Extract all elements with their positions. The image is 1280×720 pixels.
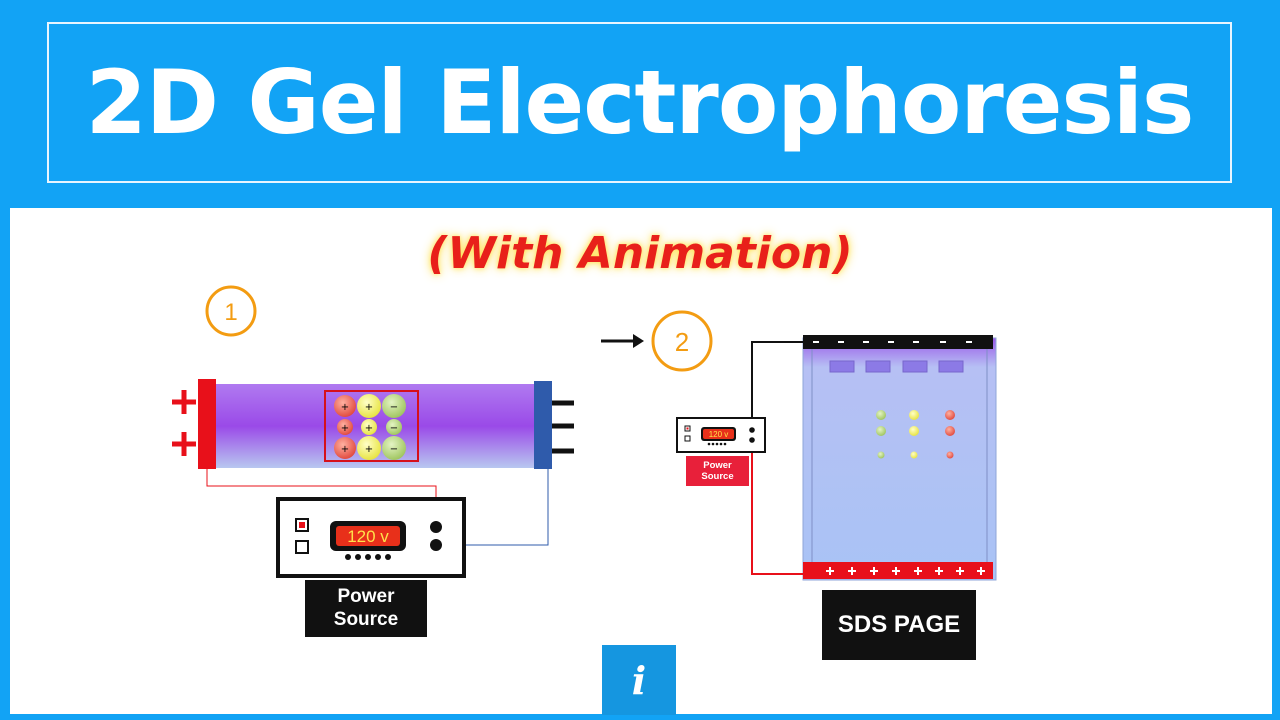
info-icon: i <box>631 657 647 703</box>
cathode-bar <box>803 335 993 349</box>
ief-tube: + + − + + − + + − <box>172 379 574 469</box>
svg-text:+: + <box>341 423 349 434</box>
step1-badge: 1 <box>205 285 257 337</box>
sds-page-label: SDS PAGE <box>822 590 976 660</box>
step2-number: 2 <box>675 327 689 357</box>
plus-signs <box>826 567 985 575</box>
title-banner: 2D Gel Electrophoresis <box>47 22 1232 183</box>
cathode-prongs <box>552 400 574 454</box>
power-label-line2: Source <box>333 608 399 630</box>
svg-text:−: − <box>390 402 398 413</box>
step2-badge: 2 <box>651 310 713 372</box>
step1-number: 1 <box>224 299 237 326</box>
plus-sign-top <box>172 390 196 414</box>
plus-sign-bottom <box>172 432 196 456</box>
cathode-electrode <box>534 381 552 469</box>
voltage-display-1: 120 v <box>347 527 389 546</box>
minus-signs <box>813 341 972 343</box>
power-label-line2: Source <box>701 471 734 482</box>
power-source-1: 120 v <box>276 497 466 578</box>
arrow-icon <box>601 334 644 348</box>
power-label-line1: Power <box>703 459 732 471</box>
power-source-label-2: Power Source <box>686 456 749 486</box>
svg-text:+: + <box>365 444 373 455</box>
svg-text:+: + <box>341 402 349 413</box>
power-source-label-1: Power Source <box>305 580 427 637</box>
protein-spots <box>876 410 955 459</box>
brand-logo: i <box>602 645 676 715</box>
power-label-line1: Power <box>337 585 395 607</box>
blue-wire-1 <box>436 469 549 546</box>
subtitle: (With Animation) <box>427 228 853 279</box>
voltage-display-2: 120 v <box>709 430 729 439</box>
sample-box <box>324 390 419 462</box>
anode-electrode <box>198 379 216 469</box>
svg-text:+: + <box>341 444 349 455</box>
black-wire-2 <box>751 341 803 430</box>
page-title: 2D Gel Electrophoresis <box>85 51 1195 154</box>
power-source-2: 120 v <box>676 417 766 453</box>
svg-text:−: − <box>390 423 398 434</box>
svg-text:+: + <box>365 423 373 434</box>
svg-text:+: + <box>365 402 373 413</box>
protein-molecules: + + − + + − + + − <box>334 394 406 460</box>
gel-wells <box>829 360 964 373</box>
sds-page-gel <box>802 335 997 581</box>
svg-text:−: − <box>390 444 398 455</box>
red-wire-2 <box>751 440 803 575</box>
